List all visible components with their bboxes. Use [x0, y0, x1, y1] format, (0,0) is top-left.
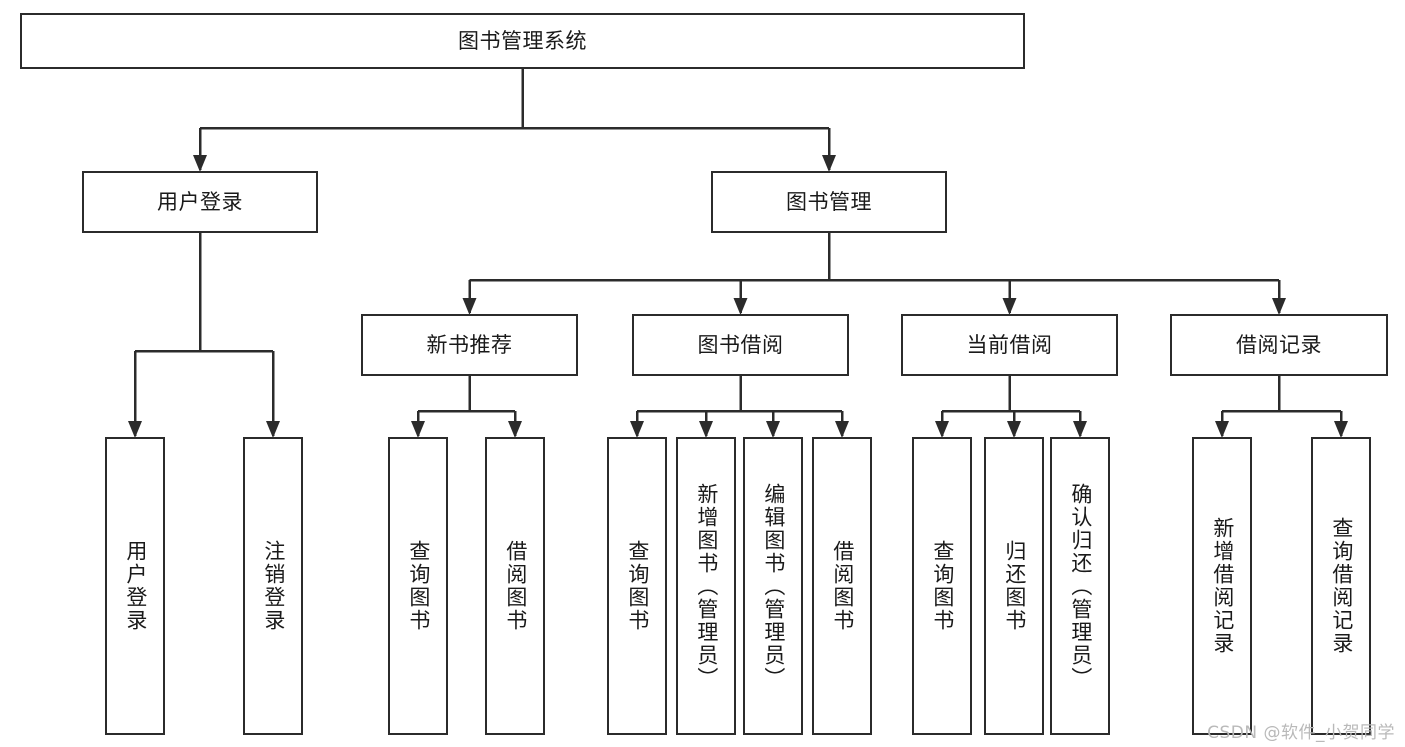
leaf-confirm-return-label: 确认归还（管理员） [1068, 482, 1093, 690]
leaf-query-book-1-label: 查询图书 [406, 540, 431, 632]
leaf-return-book-label: 归还图书 [1002, 540, 1027, 632]
leaf-borrow-book-1-label: 借阅图书 [503, 540, 528, 632]
node-book-borrow[interactable]: 图书借阅 [632, 314, 849, 376]
node-current-borrow[interactable]: 当前借阅 [901, 314, 1118, 376]
leaf-add-borrow-record[interactable]: 新增借阅记录 [1192, 437, 1252, 735]
leaf-user-login[interactable]: 用户登录 [105, 437, 165, 735]
node-book-borrow-label: 图书借阅 [697, 332, 784, 357]
node-book-management-label: 图书管理 [786, 189, 872, 214]
leaf-logout[interactable]: 注销登录 [243, 437, 303, 735]
node-borrow-record-label: 借阅记录 [1236, 332, 1322, 357]
leaf-confirm-return[interactable]: 确认归还（管理员） [1050, 437, 1110, 735]
leaf-query-book-3[interactable]: 查询图书 [912, 437, 972, 735]
leaf-borrow-book-2[interactable]: 借阅图书 [812, 437, 872, 735]
leaf-query-book-2[interactable]: 查询图书 [607, 437, 667, 735]
leaf-edit-book[interactable]: 编辑图书（管理员） [743, 437, 803, 735]
node-borrow-record[interactable]: 借阅记录 [1170, 314, 1388, 376]
leaf-query-book-1[interactable]: 查询图书 [388, 437, 448, 735]
leaf-add-borrow-record-label: 新增借阅记录 [1210, 517, 1235, 655]
node-root-label: 图书管理系统 [458, 28, 587, 53]
node-new-book-recommendation-label: 新书推荐 [426, 332, 513, 357]
leaf-query-book-2-label: 查询图书 [625, 540, 650, 632]
leaf-add-book[interactable]: 新增图书（管理员） [676, 437, 736, 735]
leaf-query-borrow-record[interactable]: 查询借阅记录 [1311, 437, 1371, 735]
leaf-logout-label: 注销登录 [261, 540, 286, 632]
leaf-borrow-book-2-label: 借阅图书 [830, 540, 855, 632]
node-root[interactable]: 图书管理系统 [20, 13, 1025, 69]
leaf-borrow-book-1[interactable]: 借阅图书 [485, 437, 545, 735]
leaf-user-login-label: 用户登录 [123, 540, 148, 632]
node-book-management[interactable]: 图书管理 [711, 171, 947, 233]
leaf-return-book[interactable]: 归还图书 [984, 437, 1044, 735]
leaf-add-book-label: 新增图书（管理员） [694, 482, 719, 690]
node-user-login-label: 用户登录 [157, 189, 243, 214]
leaf-query-borrow-record-label: 查询借阅记录 [1329, 517, 1354, 655]
node-user-login[interactable]: 用户登录 [82, 171, 318, 233]
node-new-book-recommendation[interactable]: 新书推荐 [361, 314, 578, 376]
node-current-borrow-label: 当前借阅 [966, 332, 1053, 357]
leaf-edit-book-label: 编辑图书（管理员） [761, 482, 786, 690]
leaf-query-book-3-label: 查询图书 [930, 540, 955, 632]
